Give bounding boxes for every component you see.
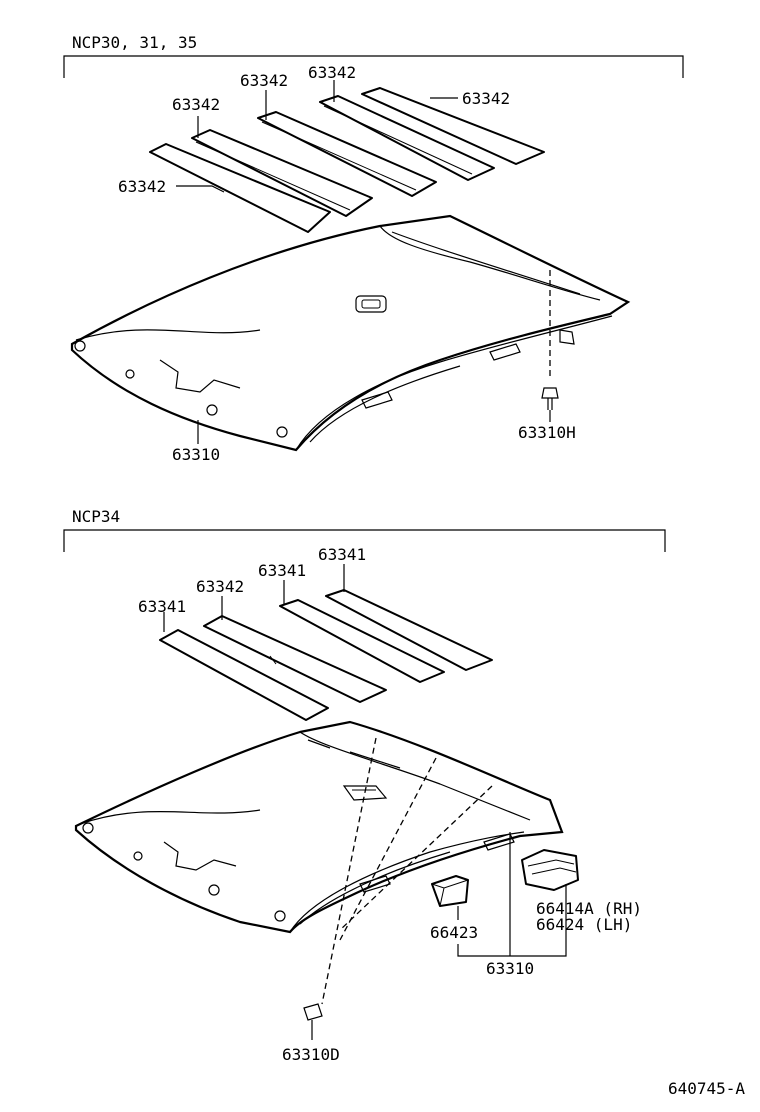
label-s1-pad-d: 63342 bbox=[308, 63, 356, 82]
section-2-headliner bbox=[74, 720, 564, 934]
pad-s2-2 bbox=[203, 615, 387, 703]
label-s2-holder-small: 66423 bbox=[430, 923, 478, 942]
section-2-header: NCP34 bbox=[72, 507, 120, 526]
label-s2-clip: 63310D bbox=[282, 1045, 340, 1064]
section-2-pads bbox=[159, 589, 493, 721]
pad-2 bbox=[191, 129, 373, 217]
pad-4 bbox=[319, 95, 495, 181]
label-s1-headliner: 63310 bbox=[172, 445, 220, 464]
section-ncp34: NCP34 bbox=[63, 507, 666, 1064]
holder-small bbox=[431, 875, 469, 907]
label-s1-pad-b: 63342 bbox=[172, 95, 220, 114]
pad-s2-3 bbox=[279, 599, 445, 683]
clip-2 bbox=[303, 1003, 323, 1021]
section-1-header: NCP30, 31, 35 bbox=[72, 33, 197, 52]
label-s2-pad-d: 63341 bbox=[318, 545, 366, 564]
section-1-pads bbox=[149, 87, 545, 233]
section-2-bracket bbox=[63, 529, 666, 552]
label-s1-clip: 63310H bbox=[518, 423, 576, 442]
section-ncp30: NCP30, 31, 35 bbox=[63, 33, 684, 464]
label-s2-pad-b: 63342 bbox=[196, 577, 244, 596]
clip-1 bbox=[541, 387, 559, 399]
label-s2-pad-c: 63341 bbox=[258, 561, 306, 580]
pad-5 bbox=[361, 87, 545, 165]
label-s1-pad-a: 63342 bbox=[118, 177, 166, 196]
label-s2-pad-a: 63341 bbox=[138, 597, 186, 616]
diagram-id: 640745-A bbox=[668, 1079, 745, 1098]
label-s1-pad-c: 63342 bbox=[240, 71, 288, 90]
pad-s2-1 bbox=[159, 629, 329, 721]
pad-1 bbox=[149, 143, 331, 233]
section-1-headliner bbox=[70, 214, 631, 452]
label-s2-holder-lh: 66424 (LH) bbox=[536, 915, 632, 934]
label-s1-pad-e: 63342 bbox=[462, 89, 510, 108]
label-s2-holder-rh: 66414A (RH) bbox=[536, 899, 642, 918]
pad-s2-4 bbox=[325, 589, 493, 671]
section-1-bracket bbox=[63, 55, 684, 78]
label-s2-headliner: 63310 bbox=[486, 959, 534, 978]
pad-3 bbox=[257, 111, 437, 197]
